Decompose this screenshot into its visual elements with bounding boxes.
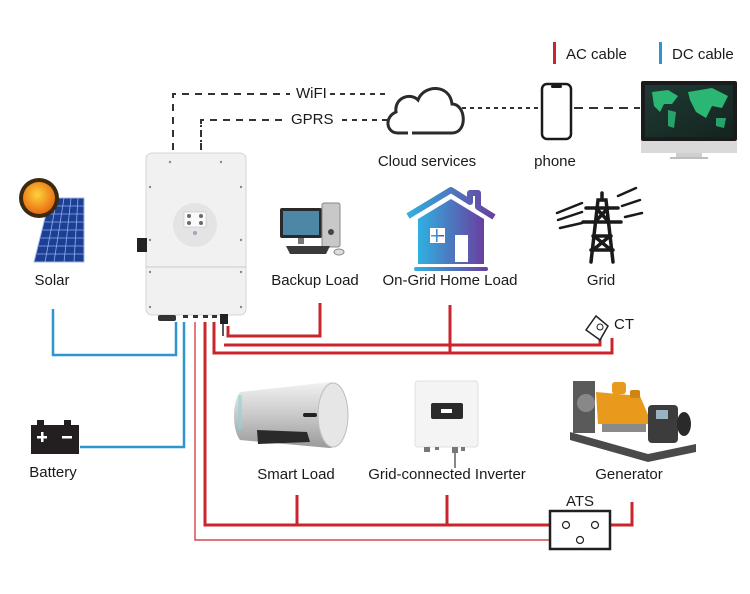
cloud-icon (386, 87, 465, 135)
grid-tower-icon (555, 186, 644, 264)
home-icon (406, 187, 496, 271)
ct-label: CT (614, 316, 634, 333)
battery-icon (31, 420, 79, 454)
wifi-label: WiFI (296, 85, 327, 102)
generator-icon (570, 381, 696, 462)
wifi-link (172, 93, 290, 150)
phone-label: phone (534, 153, 576, 170)
dc-cable-legend-label: DC cable (672, 46, 734, 63)
hybrid-inverter (137, 152, 247, 336)
backup-load-cable (226, 303, 322, 338)
battery-label: Battery (29, 464, 77, 481)
gprs-label: GPRS (291, 111, 334, 128)
grid-inverter-icon (414, 380, 479, 468)
generator-label: Generator (595, 466, 663, 483)
grid-label: Grid (586, 272, 616, 289)
dc-legend-swatch (659, 42, 662, 64)
smart-load-label: Smart Load (257, 466, 335, 483)
dc-cables (51, 309, 186, 449)
ac-cables (194, 303, 634, 541)
home-load-label: On-Grid Home Load (382, 272, 518, 289)
ac-legend-swatch (553, 42, 556, 64)
ats-label: ATS (565, 493, 595, 510)
sun-icon (19, 178, 59, 218)
ct-sensor-icon (584, 314, 609, 342)
grid-inverter-label: Grid-connected Inverter (368, 466, 526, 483)
solar-label: Solar (34, 272, 70, 289)
backup-ac-cable (212, 322, 614, 355)
cloud-services-label: Cloud services (377, 153, 477, 170)
monitor-icon (641, 81, 737, 159)
battery-dc-cable-a (80, 322, 186, 449)
gprs-link (200, 119, 288, 150)
backup-load-label: Backup Load (271, 272, 359, 289)
ats-feedback-cable (194, 322, 575, 541)
phone-icon (540, 82, 573, 141)
ac-cable-legend-label: AC cable (566, 46, 627, 63)
ats-switch (548, 509, 612, 551)
backup-load-computer-icon (280, 202, 345, 256)
smart-load-icon (234, 382, 349, 448)
solar-dc-cable (51, 309, 178, 357)
comm-links (172, 93, 640, 150)
